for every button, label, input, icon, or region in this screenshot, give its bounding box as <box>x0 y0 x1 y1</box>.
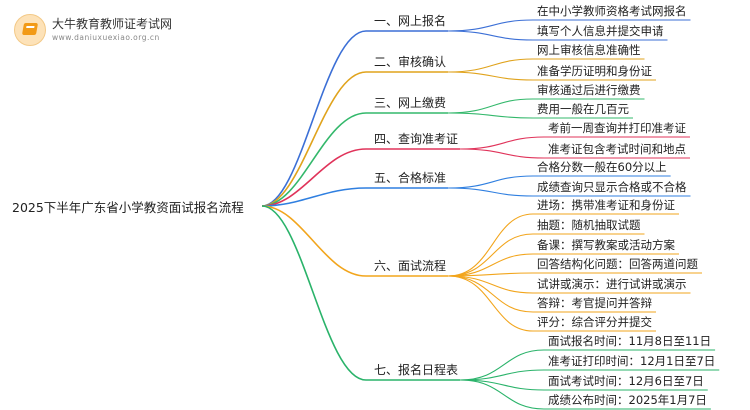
leaf-6-3: 备课：撰写教案或活动方案 <box>537 238 675 252</box>
branch-2: 二、审核确认 <box>374 55 447 69</box>
leaf-connector <box>448 213 534 277</box>
leaf-connector <box>448 272 534 277</box>
leaf-7-4: 成绩公布时间：2025年1月7日 <box>548 393 707 407</box>
branch-connector <box>261 187 367 207</box>
leaf-6-5: 试讲或演示：进行试讲或演示 <box>537 277 687 291</box>
leaf-7-1: 面试报名时间：11月8日至11日 <box>548 334 712 348</box>
leaf-connector <box>460 148 545 159</box>
leaf-connector <box>448 58 534 73</box>
leaf-4-2: 准考证包含考试时间和地点 <box>548 142 686 156</box>
branch-1: 一、网上报名 <box>374 14 447 28</box>
leaf-connector <box>448 71 534 81</box>
branch-connector <box>261 148 367 207</box>
leaf-6-1: 进场：携带准考证和身份证 <box>537 198 675 212</box>
leaf-connector <box>448 275 534 332</box>
leaf-connector <box>448 175 534 189</box>
branch-6: 六、面试流程 <box>374 259 447 273</box>
leaf-connector <box>460 136 545 150</box>
leaf-connector <box>460 369 545 381</box>
leaf-3-1: 审核通过后进行缴费 <box>537 83 641 97</box>
leaf-3-2: 费用一般在几百元 <box>537 102 629 116</box>
leaf-connector <box>448 112 534 119</box>
root-topic: 2025下半年广东省小学教资面试报名流程 <box>12 200 244 215</box>
leaf-connector <box>460 379 545 410</box>
leaf-1-1: 在中小学教师资格考试网报名 <box>537 4 687 18</box>
site-logo[interactable]: 大牛教育教师证考试网 www.daniuxuexiao.org.cn <box>14 14 184 50</box>
leaf-connector <box>460 379 545 391</box>
branch-4: 四、查询准考证 <box>374 132 459 146</box>
leaf-2-1: 网上审核信息准确性 <box>537 43 641 57</box>
leaf-connector <box>448 275 534 313</box>
branch-connector <box>261 112 367 207</box>
leaf-6-4: 回答结构化问题：回答两道问题 <box>537 257 698 271</box>
leaf-connector <box>448 98 534 114</box>
leaf-6-2: 抽题：随机抽取试题 <box>537 218 641 232</box>
branch-connector <box>261 205 367 381</box>
branch-5: 五、合格标准 <box>374 171 447 185</box>
leaf-4-1: 考前一周查询并打印准考证 <box>548 121 686 135</box>
branch-connector <box>261 71 367 207</box>
leaf-connector <box>448 187 534 197</box>
leaf-connector <box>460 349 545 381</box>
leaf-connector <box>448 253 534 277</box>
branch-7: 七、报名日程表 <box>374 363 459 377</box>
leaf-6-6: 答辩：考官提问并答辩 <box>537 296 652 310</box>
leaf-connector <box>448 19 534 32</box>
leaf-7-2: 准考证打印时间：12月1日至7日 <box>548 354 716 368</box>
book-logo-icon <box>14 14 46 46</box>
leaf-2-2: 准备学历证明和身份证 <box>537 64 652 78</box>
leaf-5-1: 合格分数一般在60分以上 <box>537 160 667 174</box>
branch-3: 三、网上缴费 <box>374 96 447 110</box>
leaf-6-7: 评分：综合评分并提交 <box>537 315 652 329</box>
leaf-connector <box>448 275 534 294</box>
leaf-1-2: 填写个人信息并提交申请 <box>537 24 664 38</box>
leaf-connector <box>448 233 534 277</box>
leaf-connector <box>448 30 534 41</box>
branch-connector <box>261 205 367 277</box>
leaf-5-2: 成绩查询只显示合格或不合格 <box>537 180 687 194</box>
logo-url: www.daniuxuexiao.org.cn <box>52 33 160 42</box>
branch-connector <box>261 30 367 207</box>
logo-title: 大牛教育教师证考试网 <box>52 17 173 31</box>
leaf-7-3: 面试考试时间：12月6日至7日 <box>548 374 704 388</box>
